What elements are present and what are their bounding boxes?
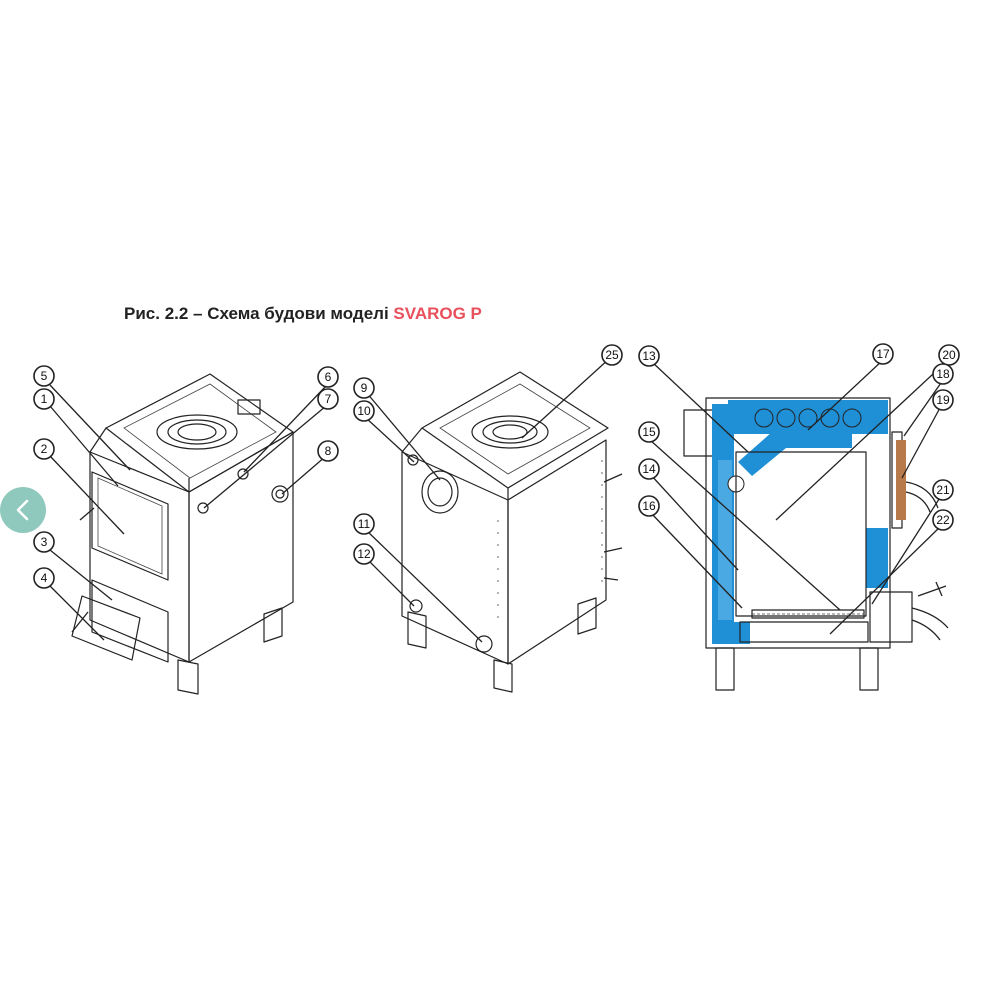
callout-13: 13 [638, 345, 660, 367]
callout-14: 14 [638, 458, 660, 480]
svg-text:16: 16 [642, 499, 656, 513]
front-view-boiler [71, 373, 294, 695]
figure-caption: Рис. 2.2 – Схема будови моделі SVAROG P [124, 304, 482, 324]
callout-12: 12 [353, 543, 375, 565]
callout-10: 10 [353, 400, 375, 422]
callout-19: 19 [932, 389, 954, 411]
callout-8: 8 [317, 440, 339, 462]
svg-text:10: 10 [357, 404, 371, 418]
svg-text:3: 3 [41, 535, 48, 549]
svg-text:21: 21 [936, 483, 950, 497]
callout-11: 11 [353, 513, 375, 535]
callout-2: 2 [33, 438, 55, 460]
svg-text:6: 6 [325, 370, 332, 384]
callout-17: 17 [872, 343, 894, 365]
svg-text:19: 19 [936, 393, 950, 407]
rear-view-boiler [401, 371, 623, 693]
callout-5: 5 [33, 365, 55, 387]
callout-7: 7 [317, 388, 339, 410]
callout-6: 6 [317, 366, 339, 388]
svg-text:9: 9 [361, 381, 368, 395]
callout-4: 4 [33, 567, 55, 589]
svg-text:7: 7 [325, 392, 332, 406]
callout-25: 25 [601, 344, 623, 366]
svg-text:4: 4 [41, 571, 48, 585]
svg-text:11: 11 [358, 517, 371, 531]
svg-text:25: 25 [605, 348, 619, 362]
callout-18: 18 [932, 363, 954, 385]
prev-slide-button[interactable] [0, 487, 46, 533]
svg-text:20: 20 [942, 348, 956, 362]
callout-3: 3 [33, 531, 55, 553]
svg-text:18: 18 [936, 367, 950, 381]
callout-15: 15 [638, 421, 660, 443]
svg-text:5: 5 [41, 369, 48, 383]
cross-section-boiler [683, 397, 949, 691]
callout-1: 1 [33, 388, 55, 410]
svg-text:8: 8 [325, 444, 332, 458]
callout-16: 16 [638, 495, 660, 517]
callout-22: 22 [932, 509, 954, 531]
svg-text:22: 22 [936, 513, 950, 527]
callout-21: 21 [932, 479, 954, 501]
svg-text:17: 17 [876, 347, 890, 361]
callout-20: 20 [938, 344, 960, 366]
chevron-left-icon [16, 499, 29, 521]
svg-text:12: 12 [357, 547, 371, 561]
svg-text:2: 2 [41, 442, 48, 456]
caption-model: SVAROG P [393, 304, 482, 323]
svg-text:1: 1 [41, 392, 48, 406]
caption-prefix: Рис. 2.2 – Схема будови моделі [124, 304, 389, 323]
svg-text:14: 14 [642, 462, 656, 476]
svg-text:15: 15 [642, 425, 656, 439]
leader-lines [49, 357, 948, 643]
callout-9: 9 [353, 377, 375, 399]
svg-text:13: 13 [642, 349, 656, 363]
